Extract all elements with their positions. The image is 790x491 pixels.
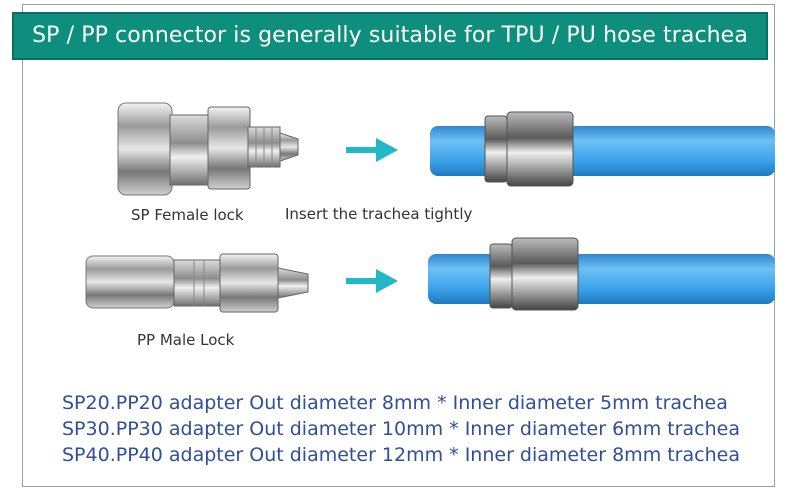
arrow-right-icon	[346, 269, 398, 293]
title-banner: SP / PP connector is generally suitable …	[12, 12, 768, 60]
spec-line-sp20: SP20.PP20 adapter Out diameter 8mm * Inn…	[62, 392, 728, 414]
hose-assembly-image	[428, 237, 775, 311]
pp-male-lock-label: PP Male Lock	[137, 331, 235, 349]
spec-line-sp30: SP30.PP30 adapter Out diameter 10mm * In…	[62, 418, 740, 440]
hose-assembly-image	[430, 111, 775, 187]
insert-trachea-label: Insert the trachea tightly	[285, 205, 473, 223]
arrow-right-icon	[346, 138, 398, 162]
spec-line-sp40: SP40.PP40 adapter Out diameter 12mm * In…	[62, 444, 740, 466]
pp-male-connector-image	[85, 253, 309, 313]
sp-female-connector-image	[117, 102, 299, 196]
product-frame	[22, 4, 775, 487]
sp-female-lock-label: SP Female lock	[131, 206, 244, 224]
